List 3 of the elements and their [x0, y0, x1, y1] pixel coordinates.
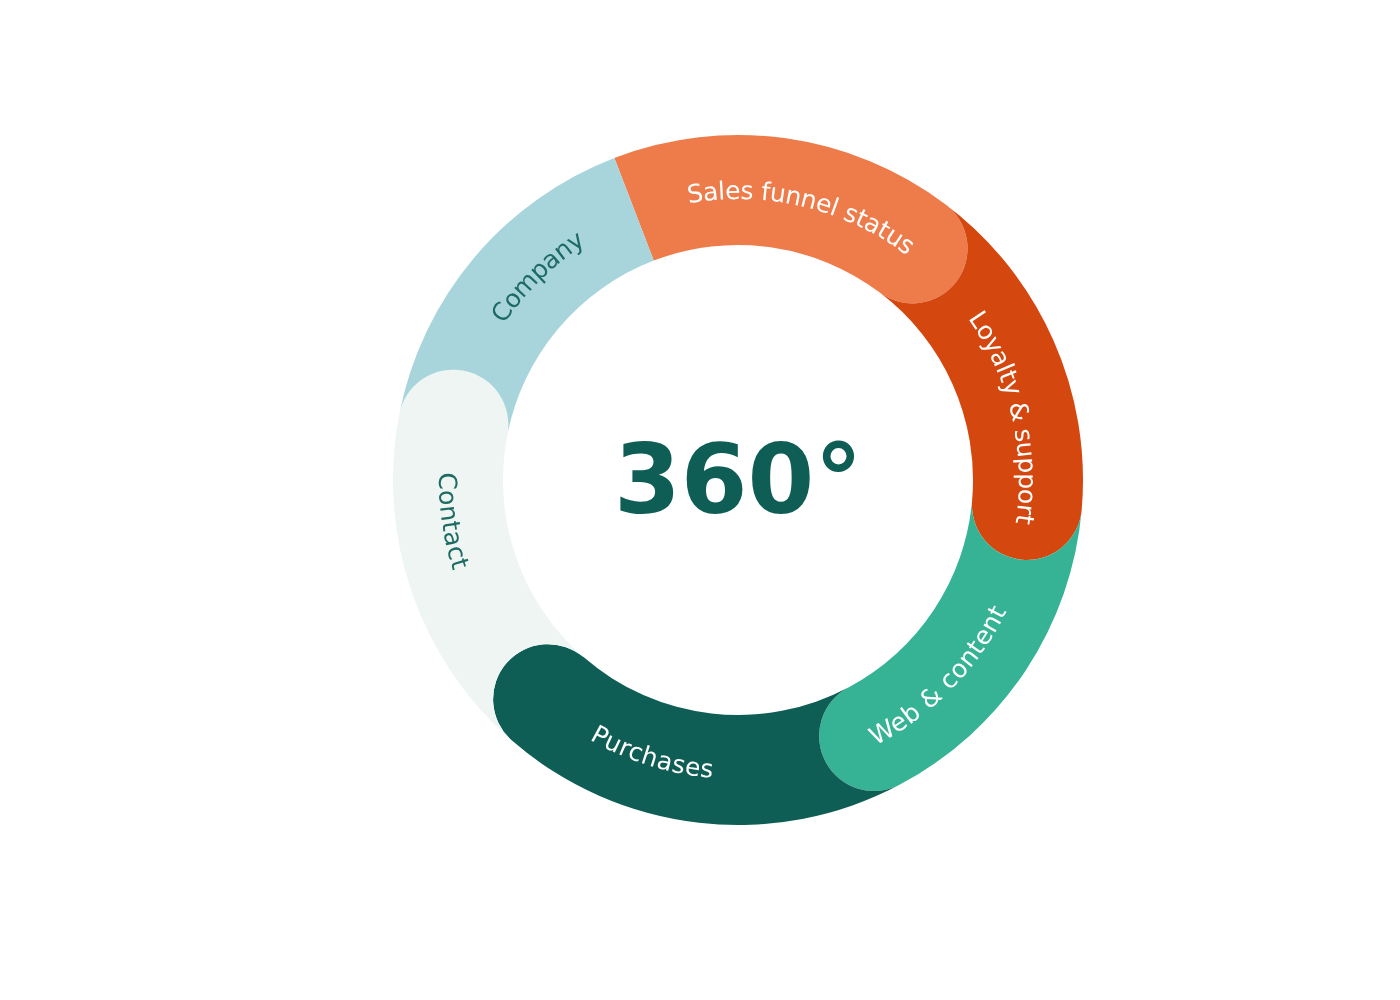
ring-segment	[393, 369, 584, 741]
center-heading: 360°	[614, 432, 863, 528]
ring-segment	[614, 135, 968, 304]
